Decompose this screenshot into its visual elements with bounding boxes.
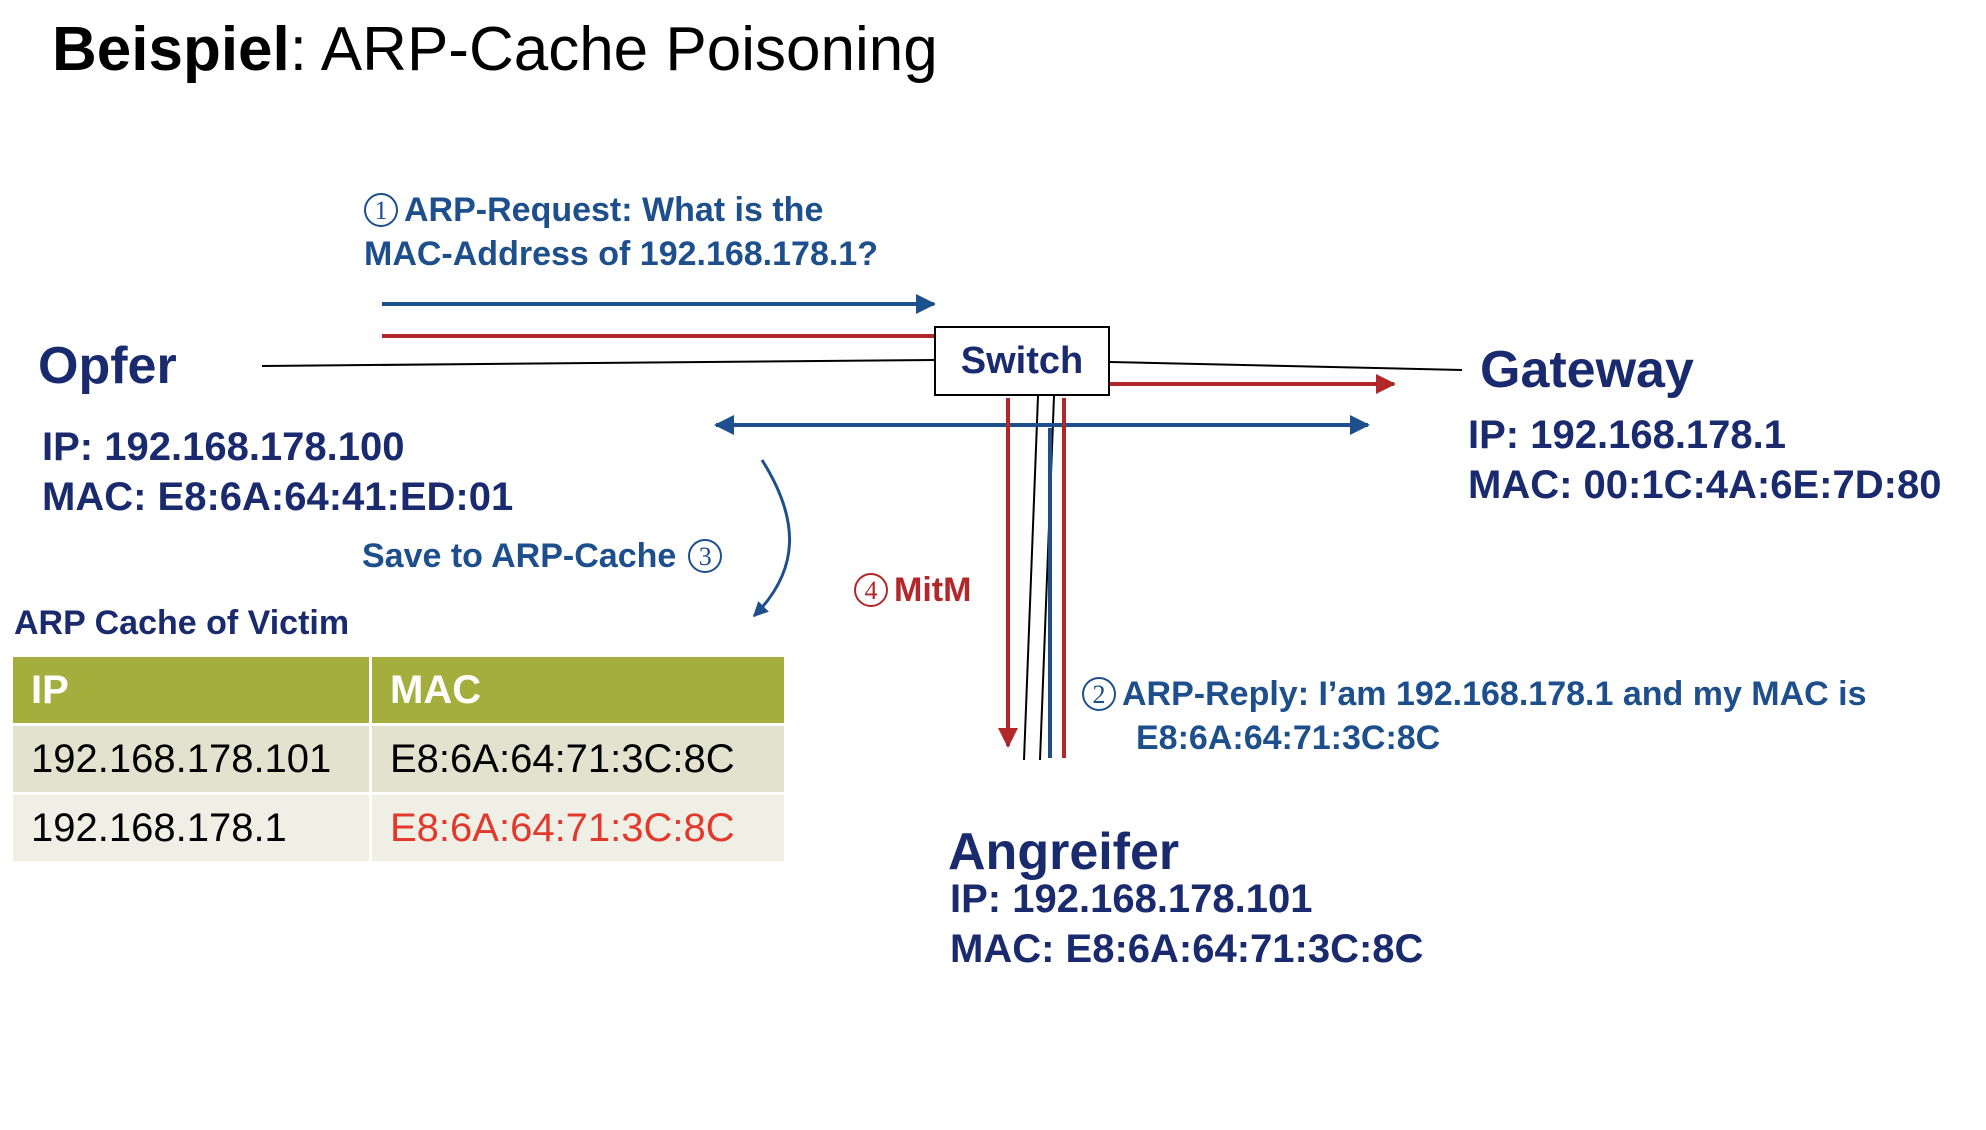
step-number-3: 3 [688, 539, 723, 573]
attacker-ip: IP: 192.168.178.101 [950, 877, 1313, 921]
cell-ip: 192.168.178.101 [13, 726, 369, 792]
cell-mac-poisoned: E8:6A:64:71:3C:8C [372, 795, 784, 861]
table-row: 192.168.178.101 E8:6A:64:71:3C:8C [13, 726, 784, 792]
victim-mac: MAC: E8:6A:64:41:ED:01 [42, 475, 514, 519]
attacker-info: IP: 192.168.178.101 MAC: E8:6A:64:71:3C:… [950, 874, 1423, 974]
attacker-mac: MAC: E8:6A:64:71:3C:8C [950, 927, 1424, 971]
gateway-name: Gateway [1480, 341, 1694, 399]
victim-info: IP: 192.168.178.100 MAC: E8:6A:64:41:ED:… [42, 422, 513, 522]
gateway-mac: MAC: 00:1C:4A:6E:7D:80 [1468, 463, 1942, 507]
cell-ip: 192.168.178.1 [13, 795, 369, 861]
table-row: 192.168.178.1 E8:6A:64:71:3C:8C [13, 795, 784, 861]
gateway-info: IP: 192.168.178.1 MAC: 00:1C:4A:6E:7D:80 [1468, 410, 1941, 510]
victim-name: Opfer [38, 337, 177, 395]
step-number-1: 1 [364, 193, 398, 227]
gateway-ip: IP: 192.168.178.1 [1468, 413, 1787, 457]
arp-cache-table: IP MAC 192.168.178.101 E8:6A:64:71:3C:8C… [10, 654, 787, 864]
cell-mac: E8:6A:64:71:3C:8C [372, 726, 784, 792]
arp-cache-caption: ARP Cache of Victim [14, 604, 350, 642]
switch-node: Switch [934, 326, 1110, 396]
link-victim-switch [261, 359, 935, 367]
page-title: Beispiel: ARP-Cache Poisoning [52, 15, 938, 84]
column-header-mac: MAC [372, 657, 784, 723]
column-header-ip: IP [13, 657, 369, 723]
arrow-save-to-cache [752, 459, 791, 618]
link-switch-gateway [1109, 361, 1463, 371]
table-header-row: IP MAC [13, 657, 784, 723]
link-switch-attacker-a [1023, 395, 1039, 761]
step-number-2: 2 [1082, 677, 1116, 711]
step-number-4: 4 [854, 573, 888, 607]
attacker-name: Angreifer [948, 823, 1180, 881]
victim-ip: IP: 192.168.178.100 [42, 425, 405, 469]
